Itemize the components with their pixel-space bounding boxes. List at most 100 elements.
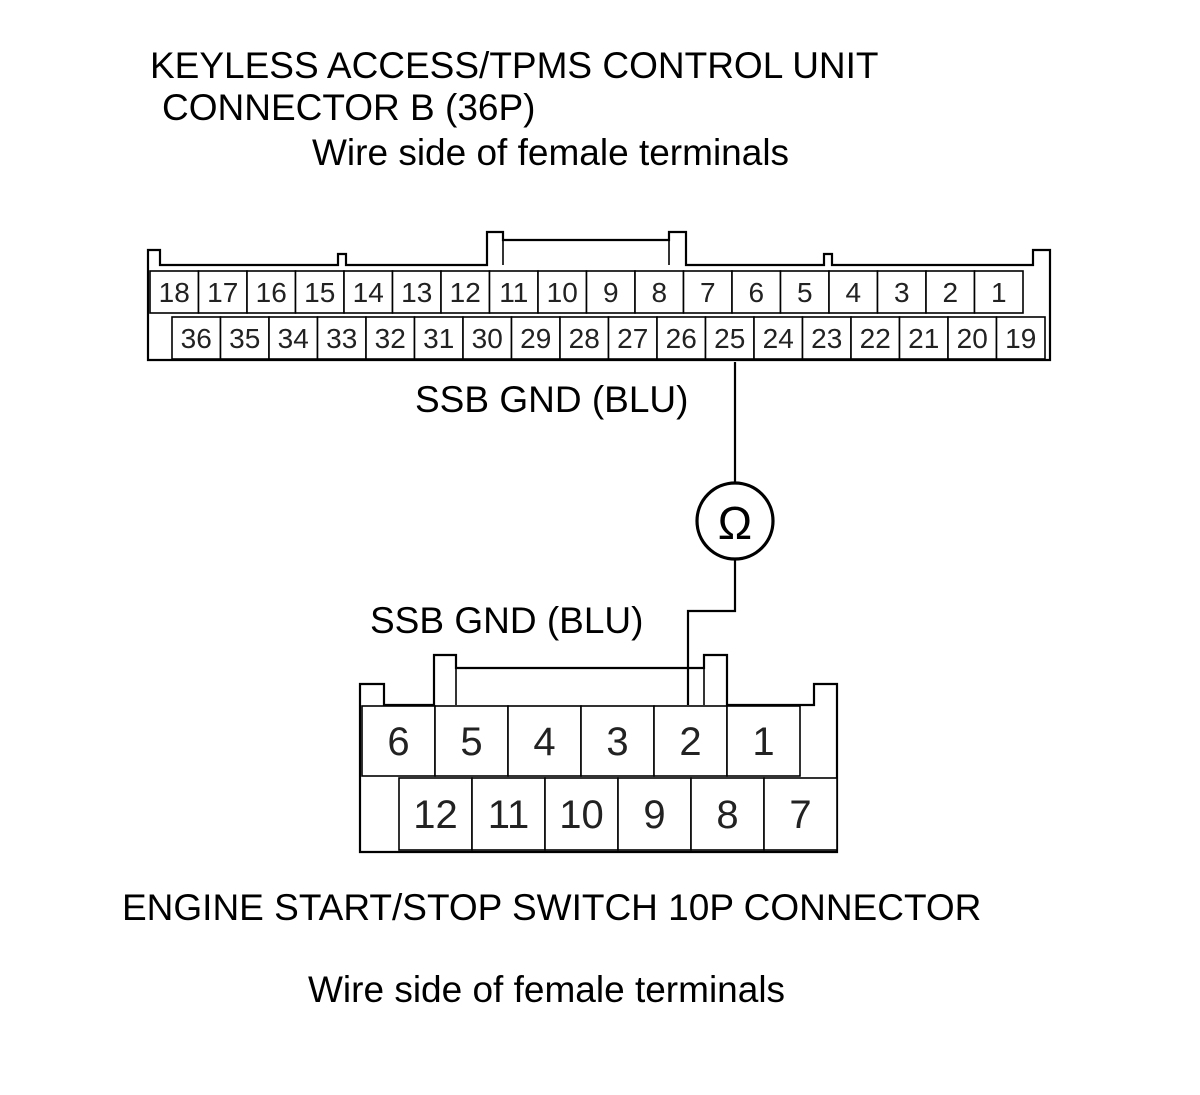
connector-b-cavity-31: [413, 316, 464, 360]
connector-b-cavity-6: [731, 270, 782, 314]
connector-b-pin-19: 19: [1005, 323, 1036, 354]
connector-b-title-line1: KEYLESS ACCESS/TPMS CONTROL UNIT: [150, 45, 879, 86]
connector-b-pin-36: 36: [181, 323, 212, 354]
connector-b-pin-30: 30: [472, 323, 503, 354]
connector-switch-cavity-4: [507, 705, 582, 777]
connector-b-cavity-19: [995, 316, 1046, 360]
connector-b-view-note: Wire side of female terminals: [312, 132, 789, 173]
connector-switch-top-row: 6 5 4 3 2 1: [361, 705, 801, 777]
connector-b-cavity-27: [607, 316, 658, 360]
connector-switch-pin-2: 2: [679, 720, 701, 764]
connector-switch-cavity-6: [361, 705, 436, 777]
connector-b-pin-7: 7: [700, 277, 716, 308]
connector-b-cavity-29: [510, 316, 561, 360]
connector-b-cavity-1: [973, 270, 1024, 314]
connector-b-cavity-22: [850, 316, 901, 360]
connector-b-pin-16: 16: [256, 277, 287, 308]
connector-b-pin-29: 29: [520, 323, 551, 354]
ohmmeter-icon: Ω: [695, 481, 775, 561]
connector-switch-pin-4: 4: [533, 720, 555, 764]
connector-b-pin-14: 14: [353, 277, 384, 308]
connector-b-cavity-28: [559, 316, 610, 360]
connector-b-cavity-15: [294, 270, 345, 314]
wire-ssb-gnd: [686, 362, 737, 705]
connector-b-pin-22: 22: [860, 323, 891, 354]
connector-switch-cavity-12: [398, 777, 473, 851]
connector-b-pin-15: 15: [304, 277, 335, 308]
connector-switch-pin-10: 10: [559, 793, 604, 837]
connector-switch-cavity-8: [690, 777, 765, 851]
connector-switch-title: ENGINE START/STOP SWITCH 10P CONNECTOR: [122, 887, 981, 928]
connector-b-pin-21: 21: [908, 323, 939, 354]
connector-switch-pin-3: 3: [606, 720, 628, 764]
connector-b-pin-2: 2: [942, 277, 958, 308]
connector-switch-pin-9: 9: [643, 793, 665, 837]
connector-b-cavity-4: [828, 270, 879, 314]
connector-b-cavity-25: [704, 316, 755, 360]
connector-b-pin-1: 1: [991, 277, 1007, 308]
connector-b-pin-20: 20: [957, 323, 988, 354]
connector-b-cavity-11: [488, 270, 539, 314]
connector-b-pin-3: 3: [894, 277, 910, 308]
connector-b-cavity-10: [537, 270, 588, 314]
wire-segment-lower: [686, 560, 737, 705]
connector-switch-pin-5: 5: [460, 720, 482, 764]
connector-b-cavity-35: [219, 316, 270, 360]
connector-b-pin-12: 12: [450, 277, 481, 308]
connector-switch-pin-6: 6: [387, 720, 409, 764]
connector-b-cavity-36: [171, 316, 222, 360]
connector-b-pin-4: 4: [845, 277, 861, 308]
ohm-symbol: Ω: [718, 497, 752, 549]
connector-b-pin-31: 31: [423, 323, 454, 354]
connector-b-cavity-12: [440, 270, 491, 314]
connector-b-pin-27: 27: [617, 323, 648, 354]
connector-switch-cavity-11: [471, 777, 546, 851]
connector-switch-pin-7: 7: [789, 793, 811, 837]
connector-b-cavity-17: [197, 270, 248, 314]
wire-upper-label: SSB GND (BLU): [415, 379, 688, 420]
connector-b-cavity-33: [316, 316, 367, 360]
connector-switch-pin-11: 11: [488, 793, 530, 837]
connector-switch-pin-1: 1: [752, 720, 774, 764]
connector-b-pin-13: 13: [401, 277, 432, 308]
connector-switch-cavity-7: [763, 777, 838, 851]
connector-b-pin-25: 25: [714, 323, 745, 354]
connector-b-cavity-34: [268, 316, 319, 360]
connector-b-pin-10: 10: [547, 277, 578, 308]
connector-switch-10p: 6 5 4 3 2 1 12 11 10 9 8 7: [358, 653, 839, 854]
connector-switch-bottom-row: 12 11 10 9 8 7: [398, 777, 838, 851]
connector-b-pin-18: 18: [159, 277, 190, 308]
connector-b-pin-5: 5: [797, 277, 813, 308]
connector-b-pin-8: 8: [651, 277, 667, 308]
connector-b-cavity-3: [876, 270, 927, 314]
connector-b-pin-35: 35: [229, 323, 260, 354]
connector-switch-view-note: Wire side of female terminals: [308, 969, 785, 1010]
connector-switch-pin-12: 12: [413, 793, 458, 837]
connector-switch-cavity-1: [726, 705, 801, 777]
connector-switch-cavity-10: [544, 777, 619, 851]
connector-b-pin-17: 17: [207, 277, 238, 308]
connector-b-pin-9: 9: [603, 277, 619, 308]
connector-b-pin-33: 33: [326, 323, 357, 354]
connector-b-pin-23: 23: [811, 323, 842, 354]
connector-b-cavity-14: [343, 270, 394, 314]
connector-b-pin-28: 28: [569, 323, 600, 354]
connector-switch-cavity-9: [617, 777, 692, 851]
connector-b-cavity-18: [149, 270, 200, 314]
connector-b-pin-26: 26: [666, 323, 697, 354]
connector-b-pin-32: 32: [375, 323, 406, 354]
connector-b-cavity-7: [682, 270, 733, 314]
connector-b-cavity-20: [947, 316, 998, 360]
wire-lower-label: SSB GND (BLU): [370, 600, 643, 641]
connector-b-pin-24: 24: [763, 323, 794, 354]
connector-b-cavity-8: [634, 270, 685, 314]
connector-b-cavity-21: [898, 316, 949, 360]
connector-b-bottom-row: 36 35 34 33 32 31 30 29 28 27 26 25 24 23 22 21 20 19: [171, 316, 1046, 360]
connector-b-top-row: 18 17 16 15 14 13 12 11 10 9 8 7 6 5 4 3 2 1: [149, 270, 1024, 314]
connector-b-pin-34: 34: [278, 323, 309, 354]
connector-b-pin-6: 6: [748, 277, 764, 308]
connector-switch-pin-8: 8: [716, 793, 738, 837]
connector-b-pin-11: 11: [499, 277, 528, 308]
